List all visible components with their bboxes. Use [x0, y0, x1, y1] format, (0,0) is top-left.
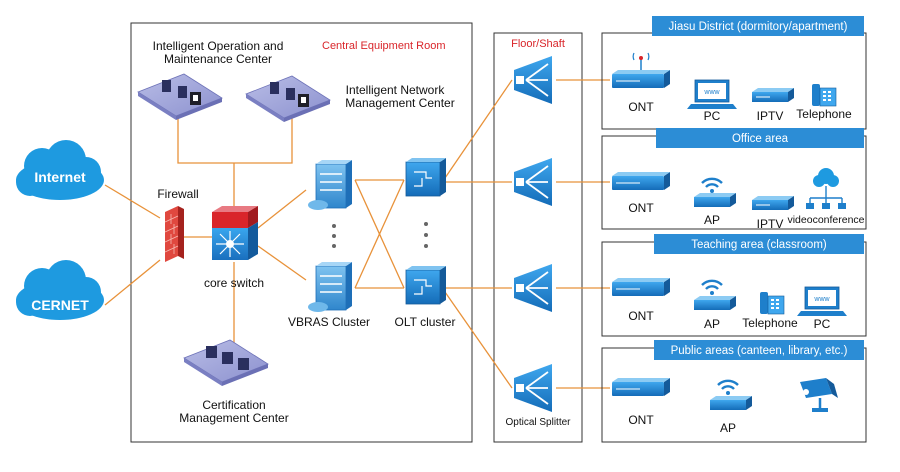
olt-cluster-label: OLT cluster: [395, 315, 456, 329]
telephone-3-icon: [760, 292, 785, 315]
internet-cloud-icon: [16, 140, 104, 200]
optical-splitter-2-icon: [514, 158, 552, 206]
area-office-ont-label: ONT: [628, 201, 654, 215]
videoconference-icon: [806, 168, 846, 209]
nms-center-label-2: Management Center: [345, 96, 454, 110]
area-jiasu-ont-label: ONT: [628, 100, 654, 114]
optical-splitter-4-icon: [514, 364, 552, 412]
telephone-1-icon: [812, 84, 837, 107]
area-public-title: Public areas (canteen, library, etc.): [671, 345, 848, 357]
central-room-label: Central Equipment Room: [322, 40, 446, 52]
ont-4-icon: [612, 378, 670, 396]
area-teaching-title: Teaching area (classroom): [691, 239, 827, 251]
optical-splitter-1-icon: [514, 56, 552, 104]
svg-text:www: www: [703, 89, 720, 96]
nms-center-server-icon: [245, 75, 331, 122]
link-internet-firewall: [104, 184, 161, 219]
area-teaching-header: [654, 234, 864, 254]
links: [104, 79, 610, 389]
link-core-vbras1: [257, 189, 307, 229]
vbras-server-1-icon: [308, 160, 352, 210]
olt-2-icon: [405, 266, 446, 305]
area-office-ap-label: AP: [704, 213, 720, 227]
shaft-label: Floor/Shaft: [511, 38, 565, 50]
area-office-videoconference-label: videoconference: [787, 214, 864, 226]
core-switch-icon: [212, 206, 258, 260]
area-teaching-ont-label: ONT: [628, 309, 654, 323]
ap-2-icon: [694, 177, 736, 207]
firewall-label: Firewall: [157, 187, 198, 201]
shaft-border: [493, 32, 583, 443]
cernet-label: CERNET: [31, 297, 89, 313]
area-public-ap-label: AP: [720, 421, 736, 435]
iptv-1-icon: [752, 88, 794, 102]
svg-text:www: www: [813, 296, 830, 303]
area-office-title: Office area: [732, 133, 789, 145]
area-jiasu-telephone-label: Telephone: [796, 107, 852, 121]
cert-center-label-2: Management Center: [179, 411, 288, 425]
area-jiasu-pc-label: PC: [704, 109, 721, 123]
vbras-server-2-icon: [308, 262, 352, 312]
core-switch-label: core switch: [204, 276, 264, 290]
area-jiasu-iptv-label: IPTV: [757, 109, 784, 123]
vbras-ellipsis: [332, 224, 336, 248]
vbras-cluster-label: VBRAS Cluster: [288, 315, 370, 329]
cernet-cloud-icon: [16, 260, 104, 320]
area-jiasu-header: [652, 16, 864, 36]
area-public-header: [654, 340, 864, 360]
ap-4-icon: [710, 379, 752, 410]
link-olt1-split1: [444, 79, 513, 179]
area-public-ont-label: ONT: [628, 413, 654, 427]
ont-1-icon: [612, 52, 670, 88]
area-teaching-ap-label: AP: [704, 317, 720, 331]
link-olt2-split4: [444, 291, 513, 389]
firewall-icon: [164, 206, 184, 262]
optical-splitter-label: Optical Splitter: [505, 417, 571, 428]
ap-3-icon: [694, 279, 736, 310]
ops-center-label-1: Intelligent Operation and: [153, 39, 284, 53]
surveillance-camera-icon: [800, 378, 838, 412]
area-jiasu-title: Jiasu District (dormitory/apartment): [669, 21, 848, 33]
pc-3-icon: www: [797, 286, 847, 316]
ops-center-label-2: Maintenance Center: [164, 52, 272, 66]
area-teaching-pc-label: PC: [814, 317, 831, 331]
cert-center-label-1: Certification: [202, 398, 265, 412]
cert-center-server-icon: [183, 339, 269, 386]
ops-center-server-icon: [137, 73, 223, 120]
link-vbras2-olt1: [354, 179, 405, 289]
optical-splitter-3-icon: [514, 264, 552, 312]
link-cernet-firewall: [104, 259, 161, 306]
link-ops-nms: [177, 117, 293, 164]
central-room-border: [130, 22, 473, 443]
area-office-iptv-label: IPTV: [757, 217, 784, 231]
olt-ellipsis: [424, 222, 428, 248]
iptv-2-icon: [752, 196, 794, 210]
ont-2-icon: [612, 172, 670, 190]
link-core-vbras2: [257, 245, 307, 281]
area-teaching-telephone-label: Telephone: [742, 316, 798, 330]
internet-label: Internet: [34, 169, 86, 185]
nms-center-label-1: Intelligent Network: [346, 83, 446, 97]
pc-1-icon: www: [687, 79, 737, 109]
area-office-header: [656, 128, 864, 148]
olt-1-icon: [405, 158, 446, 197]
ont-3-icon: [612, 278, 670, 296]
